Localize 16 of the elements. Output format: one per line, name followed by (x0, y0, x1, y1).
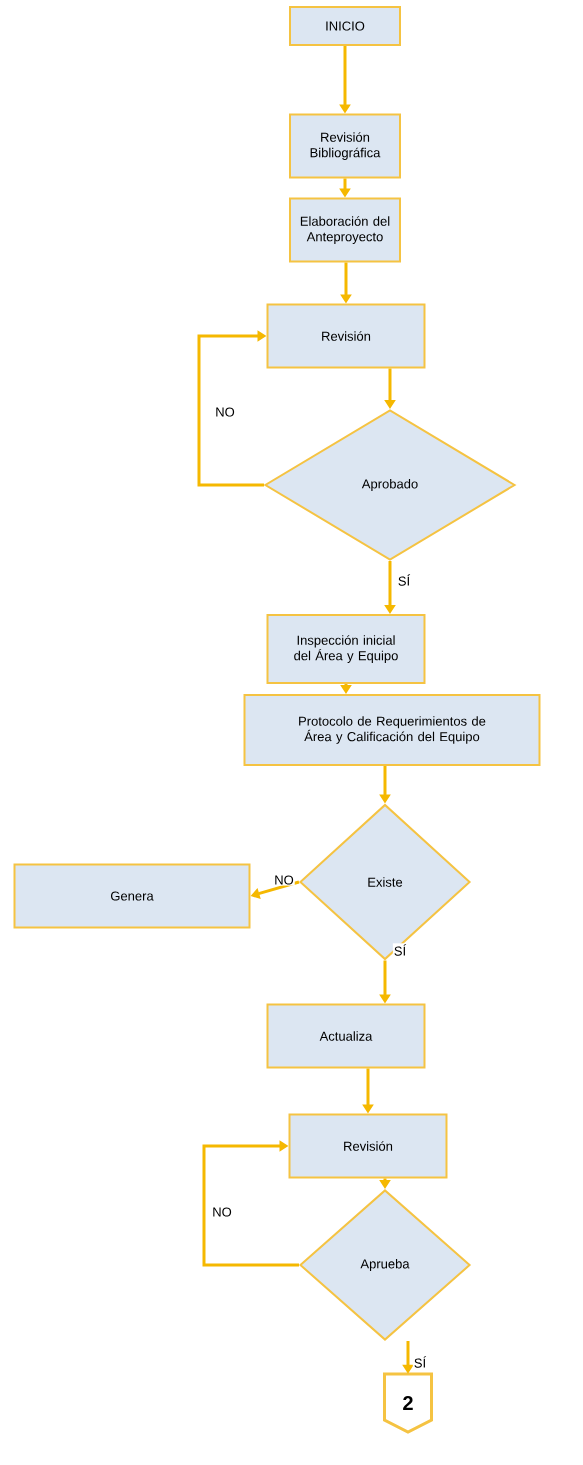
process-box: Inspección inicial del Área y Equipo (266, 614, 426, 684)
process-box: Actualiza (266, 1003, 426, 1069)
process-box: Protocolo de Requerimientos de Área y Calificación del Equipo (243, 694, 541, 766)
process-box: Revisión Bibliográfica (289, 113, 401, 179)
process-box: Elaboración del Anteproyecto (289, 197, 401, 263)
arrow (202, 1140, 299, 1267)
edge-label: SÍ (412, 1355, 428, 1369)
process-box: Revisión (266, 303, 426, 369)
edge-label: NO (214, 406, 236, 418)
process-box: Revisión (288, 1113, 448, 1179)
edge-label: NO (211, 1206, 233, 1218)
edge-label: SÍ (396, 573, 412, 587)
edge-label: NO (273, 874, 295, 886)
process-box: INICIO (289, 6, 401, 46)
process-box: Genera (13, 863, 251, 929)
off-page-connector: 2 (383, 1372, 433, 1434)
